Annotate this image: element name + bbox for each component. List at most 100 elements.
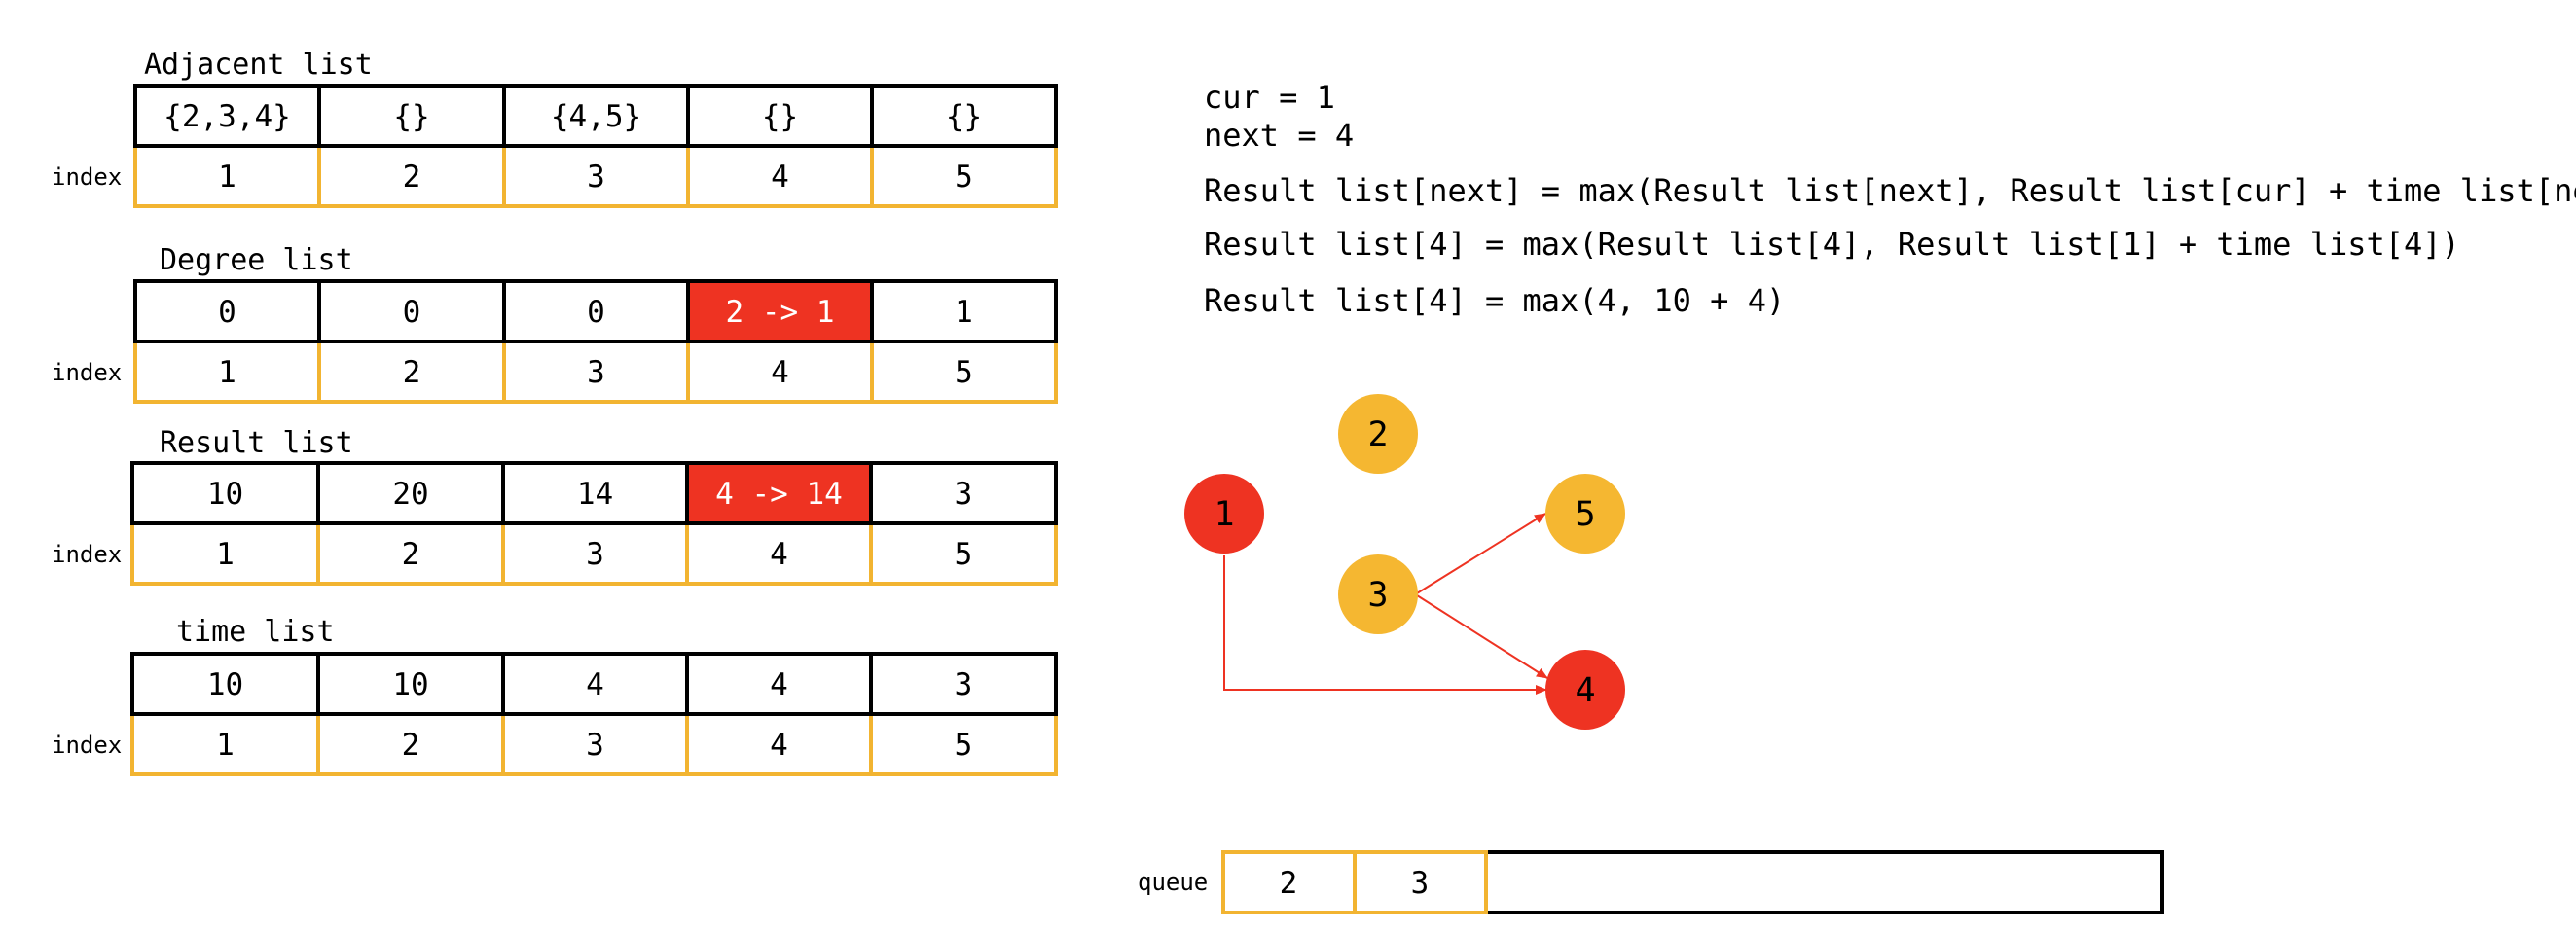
table-title: time list [176, 615, 335, 649]
index-cell [686, 340, 874, 404]
index-cell-label: 1 [216, 537, 235, 572]
value-cell-label: 0 [218, 295, 236, 330]
queue-item-label: 3 [1411, 866, 1430, 901]
value-cell-label: {} [762, 99, 798, 134]
value-cell [686, 84, 874, 148]
value-cell [316, 652, 505, 716]
index-cell-label: 3 [587, 355, 605, 390]
edge-3-to-5 [1416, 513, 1546, 594]
next-text: next = 4 [1204, 117, 1354, 154]
queue: queue 2 3 [1138, 850, 2164, 914]
index-cell [870, 144, 1058, 208]
value-cell-label: 1 [955, 295, 973, 330]
value-cell-label: {} [393, 99, 429, 134]
value-cell-label: 3 [955, 667, 973, 702]
value-cell-label: 4 -> 14 [715, 477, 843, 512]
table-title: Degree list [160, 243, 353, 277]
queue-item: 2 [1221, 850, 1357, 914]
formula-substituted: Result list[4] = max(Result list[4], Res… [1204, 226, 2460, 263]
index-cell-label: 1 [218, 355, 236, 390]
value-cell [317, 279, 506, 343]
value-cell-label: 0 [403, 295, 421, 330]
index-cell-label: 5 [955, 355, 973, 390]
node-label: 4 [1575, 671, 1595, 710]
index-cell [869, 521, 1058, 586]
index-cell [133, 144, 321, 208]
value-cell-label: 4 [770, 667, 788, 702]
value-cell-label: 10 [207, 667, 243, 702]
index-cell-label: 2 [402, 537, 420, 572]
index-cell [685, 521, 873, 586]
graph-node-5: 5 [1545, 474, 1625, 554]
edge-1-to-4 [1223, 555, 1547, 695]
graph-node-4: 4 [1545, 650, 1625, 730]
value-cell [869, 461, 1058, 525]
index-cell-label: 3 [587, 160, 605, 195]
index-cell-label: 3 [586, 728, 604, 763]
graph: 1 2 3 4 5 [1184, 394, 1625, 730]
value-cell-label: 20 [392, 477, 428, 512]
index-cell-label: 4 [771, 355, 789, 390]
index-cell-label: 2 [403, 160, 421, 195]
value-cell [133, 84, 321, 148]
node-label: 2 [1367, 415, 1388, 454]
index-label: index [52, 359, 122, 386]
value-cell-label: {2,3,4} [163, 99, 291, 134]
value-cell [870, 279, 1058, 343]
index-cell-label: 4 [770, 537, 788, 572]
value-cell-label: 4 [586, 667, 604, 702]
index-cell [317, 340, 506, 404]
index-cell-label: 2 [403, 355, 421, 390]
index-cell [686, 144, 874, 208]
value-cell [133, 279, 321, 343]
queue-label: queue [1138, 869, 1208, 896]
degree-list-table: Degree list index 1 0 2 0 3 0 4 2 -> 1 5 1 [52, 243, 1058, 404]
index-cell-label: 3 [586, 537, 604, 572]
value-cell [870, 84, 1058, 148]
table-title: Adjacent list [144, 48, 373, 82]
formula-general: Result list[next] = max(Result list[next… [1204, 172, 2576, 209]
table-title: Result list [160, 426, 353, 460]
index-cell-label: 5 [955, 160, 973, 195]
formula-evaluated: Result list[4] = max(4, 10 + 4) [1204, 282, 1785, 319]
node-label: 3 [1367, 576, 1388, 615]
value-cell [502, 279, 690, 343]
value-cell-label: 10 [392, 667, 428, 702]
value-cell [685, 652, 873, 716]
result-list-table: Result list index 1 10 2 20 3 14 4 4 -> 14 5 3 [52, 426, 1058, 586]
value-cell-label: 2 -> 1 [726, 295, 835, 330]
graph-node-1: 1 [1184, 474, 1264, 554]
graph-node-2: 2 [1338, 394, 1418, 474]
cur-text: cur = 1 [1204, 79, 1335, 116]
value-cell-label: 0 [587, 295, 605, 330]
index-cell-label: 5 [955, 728, 973, 763]
queue-item: 3 [1353, 850, 1488, 914]
graph-node-3: 3 [1338, 554, 1418, 634]
tables-panel: Adjacent list index 1 {2,3,4} 2 {} 3 {4,5} 4 {} 5 {… [52, 48, 1058, 776]
index-cell [501, 712, 689, 776]
index-label: index [52, 732, 122, 759]
index-label: index [52, 163, 122, 191]
edge-3-to-4 [1416, 594, 1548, 679]
value-cell-highlighted [685, 461, 873, 525]
queue-item-label: 2 [1280, 866, 1298, 901]
index-label: index [52, 541, 122, 568]
index-cell-label: 2 [402, 728, 420, 763]
value-cell [502, 84, 690, 148]
value-cell-label: {} [946, 99, 982, 134]
value-cell-label: 14 [577, 477, 613, 512]
value-cell-label: 10 [207, 477, 243, 512]
value-cell-label: {4,5} [551, 99, 641, 134]
value-cell [869, 652, 1058, 716]
index-cell [501, 521, 689, 586]
node-label: 5 [1575, 495, 1595, 534]
index-cell-label: 1 [216, 728, 235, 763]
value-cell [501, 652, 689, 716]
info-panel: cur = 1 next = 4 Result list[next] = max… [1204, 79, 2576, 319]
value-cell [130, 461, 320, 525]
value-cell-label: 3 [955, 477, 973, 512]
index-cell-label: 5 [955, 537, 973, 572]
